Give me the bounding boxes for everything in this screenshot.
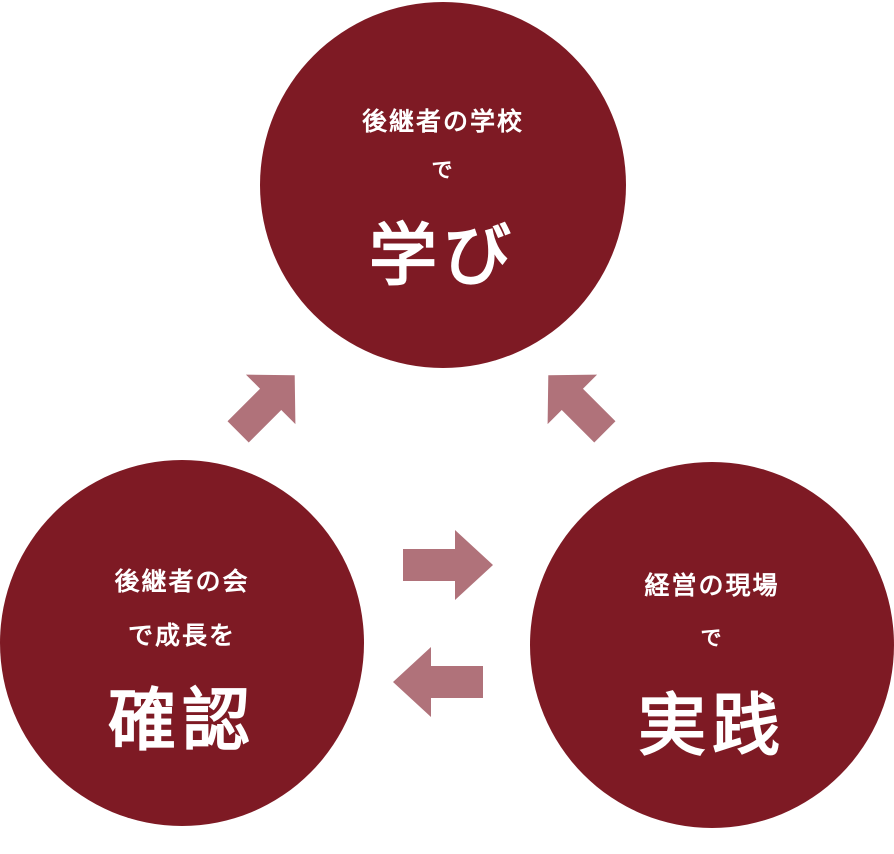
node-learn-line2: で [431, 158, 455, 182]
node-check-line2: で成長を [127, 621, 236, 650]
node-learn-line1: 後継者の学校 [361, 107, 524, 136]
node-check: 後継者の会 で成長を 確認 [0, 460, 364, 826]
node-check-main: 確認 [107, 682, 256, 761]
arrow-right-icon [403, 530, 493, 600]
arrow-up-right-icon [227, 374, 296, 443]
node-check-line1: 後継者の会 [114, 567, 250, 596]
node-learn: 後継者の学校 で 学び [260, 2, 626, 368]
arrow-up-left-icon [547, 374, 616, 443]
node-practice: 経営の現場 で 実践 [530, 462, 894, 828]
node-practice-line1: 経営の現場 [644, 571, 780, 600]
node-learn-main: 学び [368, 217, 517, 296]
node-practice-line2: で [700, 626, 724, 650]
node-practice-main: 実践 [637, 687, 786, 766]
arrow-left-icon [393, 647, 483, 717]
